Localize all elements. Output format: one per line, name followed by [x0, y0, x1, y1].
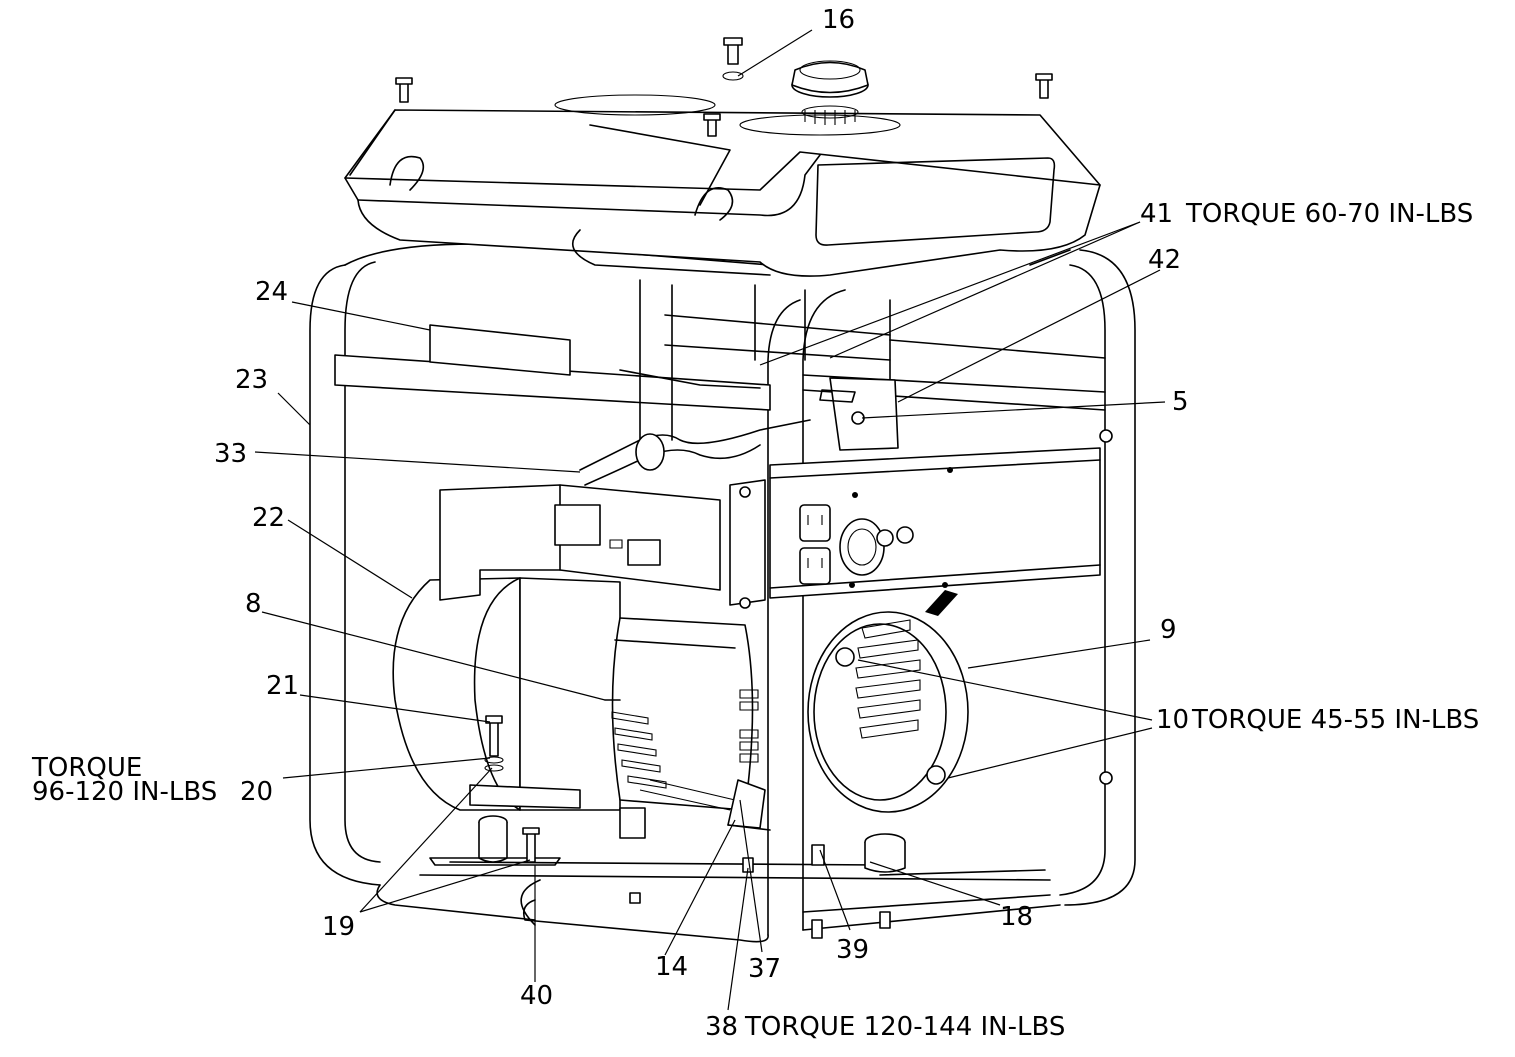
callout-5: 5: [1172, 387, 1189, 417]
callout-40: 40: [520, 981, 553, 1011]
fuel-cap: [791, 60, 869, 125]
callout-38: 38: [705, 1012, 738, 1042]
callout-18: 18: [1000, 902, 1033, 932]
base-and-feet: [419, 715, 1051, 939]
tank-bolts: [395, 37, 1053, 137]
callout-23: 23: [235, 365, 268, 395]
callout-10: 10: [1156, 705, 1189, 735]
fuel-tank: [344, 94, 1101, 277]
callout-24: 24: [255, 277, 288, 307]
callout-22: 22: [252, 503, 285, 533]
callout-39: 39: [836, 935, 869, 965]
callout-8: 8: [245, 589, 262, 619]
torque-note-20-line1: TORQUE: [31, 753, 142, 783]
alternator: [392, 484, 969, 813]
end-cover-louvers: [855, 619, 921, 739]
callout-14: 14: [655, 952, 688, 982]
callout-16: 16: [822, 5, 855, 35]
regulator-box: [819, 377, 899, 451]
callout-37: 37: [748, 954, 781, 984]
fuel-hose: [579, 419, 811, 486]
torque-note-38: TORQUE 120-144 IN-LBS: [744, 1012, 1065, 1042]
torque-notes: TORQUE 60-70 IN-LBS TORQUE 45-55 IN-LBS …: [31, 199, 1479, 1042]
bracket: [429, 324, 571, 376]
callout-41: 41: [1140, 199, 1173, 229]
callout-9: 9: [1160, 615, 1177, 645]
callout-21: 21: [266, 671, 299, 701]
callout-20: 20: [240, 777, 273, 807]
bracket-vents: [611, 711, 667, 789]
callout-33: 33: [214, 439, 247, 469]
torque-note-10: TORQUE 45-55 IN-LBS: [1191, 705, 1479, 735]
control-panel: [729, 429, 1113, 785]
callout-19: 19: [322, 912, 355, 942]
torque-note-41: TORQUE 60-70 IN-LBS: [1185, 199, 1473, 229]
leader-lines: [254, 29, 1166, 1011]
torque-note-20-line2: 96-120 IN-LBS: [32, 777, 217, 807]
callout-42: 42: [1148, 245, 1181, 275]
callouts: 16 41 42 24 23 5 33 22 8 9 21 10 20 19 4…: [214, 5, 1189, 1042]
frame-tube: [309, 243, 1136, 943]
